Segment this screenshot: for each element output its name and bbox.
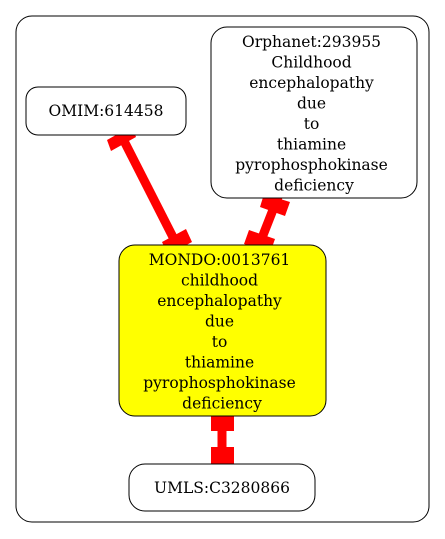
- node-label-line: Childhood: [271, 54, 351, 72]
- node-label-line: to: [212, 333, 228, 351]
- node-id-label: Orphanet:293955: [242, 33, 381, 51]
- svg-text:UMLS:C3280866: UMLS:C3280866: [154, 479, 290, 497]
- node-label-line: deficiency: [182, 395, 262, 413]
- node-label-line: due: [297, 95, 326, 113]
- node-label: UMLS:C3280866: [154, 479, 290, 497]
- node-label: OMIM:614458: [49, 102, 164, 120]
- node-id-label: MONDO:0013761: [149, 251, 291, 269]
- node-box: [25, 86, 187, 136]
- svg-text:Orphanet:293955 Childhoo: Orphanet:293955 Childhood encephalopathy…: [235, 33, 393, 195]
- node-mondo[interactable]: MONDO:0013761 childhood encephalopathy d…: [118, 244, 327, 417]
- node-label-line: thiamine: [185, 354, 254, 372]
- edge-line: [115, 130, 183, 250]
- svg-text:MONDO:0013761 childhood: MONDO:0013761 childhood encephalopathy d…: [143, 251, 301, 413]
- node-box: [210, 26, 418, 199]
- node-umls[interactable]: UMLS:C3280866: [128, 463, 316, 512]
- edge-cap-start: [211, 412, 234, 431]
- node-label-line: pyrophosphokinase: [235, 156, 388, 174]
- edge-mondo-umls: [211, 412, 234, 467]
- node-label-line: pyrophosphokinase: [143, 374, 296, 392]
- edge-cap-start: [260, 194, 290, 216]
- node-label-line: thiamine: [277, 136, 346, 154]
- node-label-line: deficiency: [274, 177, 354, 195]
- node-box: [118, 244, 327, 417]
- node-label-line: due: [205, 313, 234, 331]
- node-label-line: encephalopathy: [157, 292, 282, 310]
- node-orphanet[interactable]: Orphanet:293955 Childhood encephalopathy…: [210, 26, 418, 199]
- node-label-line: encephalopathy: [249, 74, 374, 92]
- svg-text:OMIM:614458: OMIM:614458: [49, 102, 164, 120]
- node-label-line: to: [304, 115, 320, 133]
- node-box: [128, 463, 316, 512]
- node-label-line: childhood: [181, 272, 258, 290]
- node-omim[interactable]: OMIM:614458: [25, 86, 187, 136]
- edge-cap-end: [211, 447, 234, 467]
